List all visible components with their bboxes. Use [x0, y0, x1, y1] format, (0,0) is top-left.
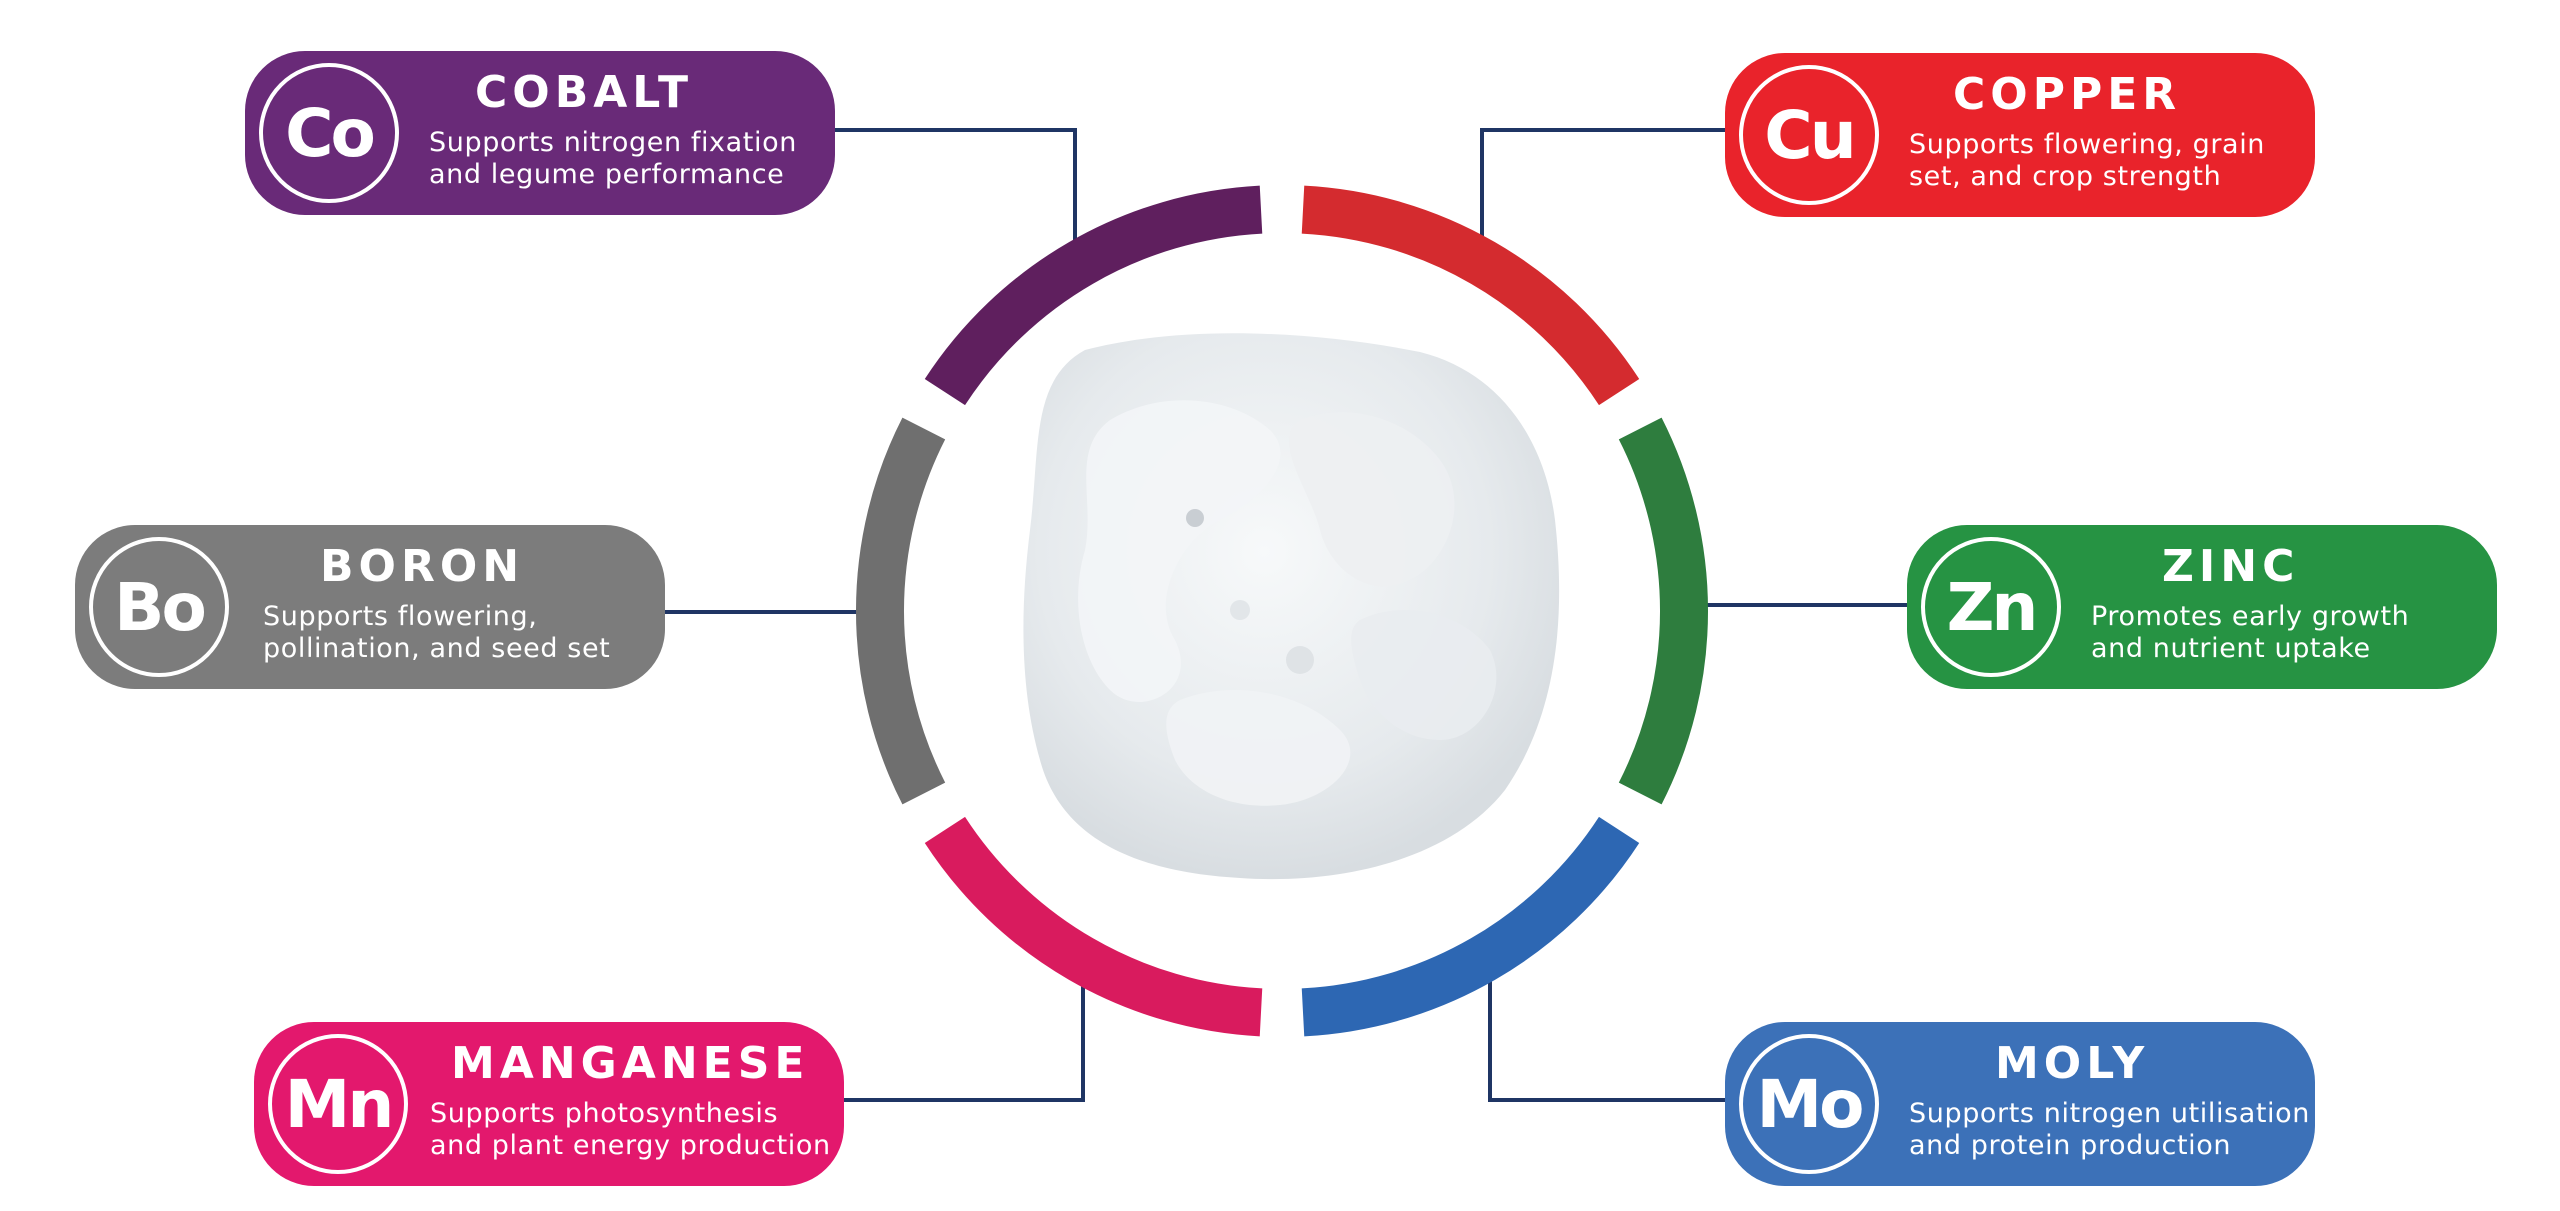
copper-ring-segment — [1301, 185, 1640, 406]
moly-description-line-2: and protein production — [1909, 1130, 2232, 1161]
zinc-description-line-2: and nutrient uptake — [2091, 633, 2371, 664]
cobalt-description-line-2: and legume performance — [429, 159, 785, 190]
moly-ring-segment — [1301, 816, 1640, 1037]
manganese-description-line-2: and plant energy production — [430, 1130, 831, 1161]
manganese-connector — [844, 978, 1085, 1102]
manganese-description: Supports photosynthesis and plant energy… — [430, 1098, 831, 1162]
copper-connector — [1480, 128, 1725, 243]
zinc-description: Promotes early growth and nutrient uptak… — [2091, 601, 2409, 665]
cobalt-symbol-badge: Co — [259, 63, 399, 203]
copper-description: Supports flowering, grain set, and crop … — [1909, 129, 2265, 193]
cobalt-title: COBALT — [475, 67, 694, 118]
moly-description: Supports nitrogen utilisation and protei… — [1909, 1098, 2310, 1162]
moly-description-line-1: Supports nitrogen utilisation — [1909, 1098, 2310, 1129]
zinc-description-line-1: Promotes early growth — [2091, 601, 2410, 632]
moly-card: Mo MOLY Supports nitrogen utilisation an… — [1725, 1022, 2315, 1186]
boron-title: BORON — [320, 541, 525, 592]
copper-description-line-2: set, and crop strength — [1909, 161, 2222, 192]
cobalt-card: Co COBALT Supports nitrogen fixation and… — [245, 51, 835, 215]
moly-connector — [1488, 975, 1725, 1102]
boron-description-line-2: pollination, and seed set — [263, 633, 611, 664]
manganese-title: MANGANESE — [451, 1038, 810, 1089]
boron-description-line-1: Supports flowering, — [263, 601, 538, 632]
ring-segments — [856, 185, 1708, 1037]
cobalt-description-line-1: Supports nitrogen fixation — [429, 127, 797, 158]
copper-title: COPPER — [1953, 69, 2182, 120]
manganese-symbol-badge: Mn — [268, 1034, 408, 1174]
boron-symbol-badge: Bo — [89, 537, 229, 677]
zinc-symbol-badge: Zn — [1921, 537, 2061, 677]
copper-card: Cu COPPER Supports flowering, grain set,… — [1725, 53, 2315, 217]
zinc-title: ZINC — [2162, 541, 2300, 592]
copper-symbol-badge: Cu — [1739, 65, 1879, 205]
boron-ring-segment — [856, 417, 946, 805]
manganese-ring-segment — [924, 816, 1263, 1037]
moly-symbol-badge: Mo — [1739, 1034, 1879, 1174]
manganese-card: Mn MANGANESE Supports photosynthesis and… — [254, 1022, 844, 1186]
fertilizer-granule-image — [1023, 333, 1560, 880]
cobalt-connector — [835, 128, 1077, 250]
boron-description: Supports flowering, pollination, and see… — [263, 601, 610, 665]
moly-title: MOLY — [1995, 1038, 2150, 1089]
copper-description-line-1: Supports flowering, grain — [1909, 129, 2266, 160]
manganese-description-line-1: Supports photosynthesis — [430, 1098, 779, 1129]
zinc-ring-segment — [1618, 417, 1708, 805]
cobalt-description: Supports nitrogen fixation and legume pe… — [429, 127, 797, 191]
connector-lines — [665, 128, 1907, 1102]
boron-card: Bo BORON Supports flowering, pollination… — [75, 525, 665, 689]
cobalt-ring-segment — [924, 185, 1263, 406]
zinc-card: Zn ZINC Promotes early growth and nutrie… — [1907, 525, 2497, 689]
